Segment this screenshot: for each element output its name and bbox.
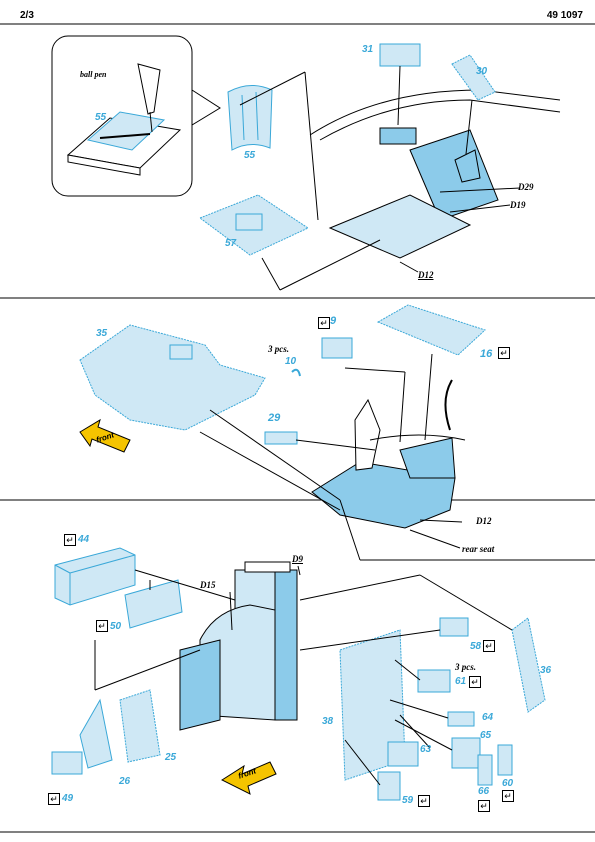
product-code: 49 1097 (546, 10, 583, 21)
check-icon: ↵ (498, 347, 510, 359)
quantity-note: 3 pcs. (268, 344, 289, 354)
part-label: 63 (420, 744, 432, 755)
decal-ref: D15 (200, 580, 216, 590)
ball-pen-note: ball pen (80, 70, 107, 79)
part-label: 10 (285, 356, 297, 367)
part-label: 50 (110, 621, 122, 632)
part-label: 59 (402, 795, 414, 806)
check-icon: ↵ (48, 793, 60, 805)
check-icon: ↵ (469, 676, 481, 688)
part-label: 55 (244, 150, 256, 161)
part-label: 38 (322, 716, 334, 727)
part-label: 31 (362, 44, 374, 55)
part-label: 26 (119, 776, 131, 787)
rear-seat-note: rear seat (462, 544, 495, 554)
decal-ref: D12 (476, 516, 492, 526)
part-label: 57 (225, 238, 237, 249)
part-label: 35 (96, 328, 108, 339)
part-label: 66 (478, 786, 490, 797)
decal-ref: D19 (510, 200, 526, 210)
part-label: 9 (330, 315, 337, 327)
decal-ref: D29 (518, 182, 534, 192)
check-icon: ↵ (64, 534, 76, 546)
quantity-note: 3 pcs. (455, 662, 476, 672)
check-icon: ↵ (478, 800, 490, 812)
part-label: 65 (480, 730, 492, 741)
check-icon: ↵ (96, 620, 108, 632)
part-label: 44 (78, 534, 90, 545)
part-label: 64 (482, 712, 494, 723)
part-label: 49 (62, 793, 74, 804)
page-number: 2/3 (20, 10, 34, 21)
part-label: 25 (165, 752, 177, 763)
check-icon: ↵ (418, 795, 430, 807)
check-icon: ↵ (318, 317, 330, 329)
part-label: 36 (540, 665, 552, 676)
check-icon: ↵ (483, 640, 495, 652)
part-label: 55 (95, 112, 107, 123)
decal-ref: D12 (418, 270, 434, 280)
part-label: 60 (502, 778, 514, 789)
part-label: 58 (470, 641, 482, 652)
part-label: 16 (480, 348, 493, 360)
decal-ref: D9 (292, 554, 303, 564)
part-label: 30 (476, 66, 488, 77)
check-icon: ↵ (502, 790, 514, 802)
part-label: 61 (455, 676, 467, 687)
part-label: 29 (268, 412, 281, 424)
